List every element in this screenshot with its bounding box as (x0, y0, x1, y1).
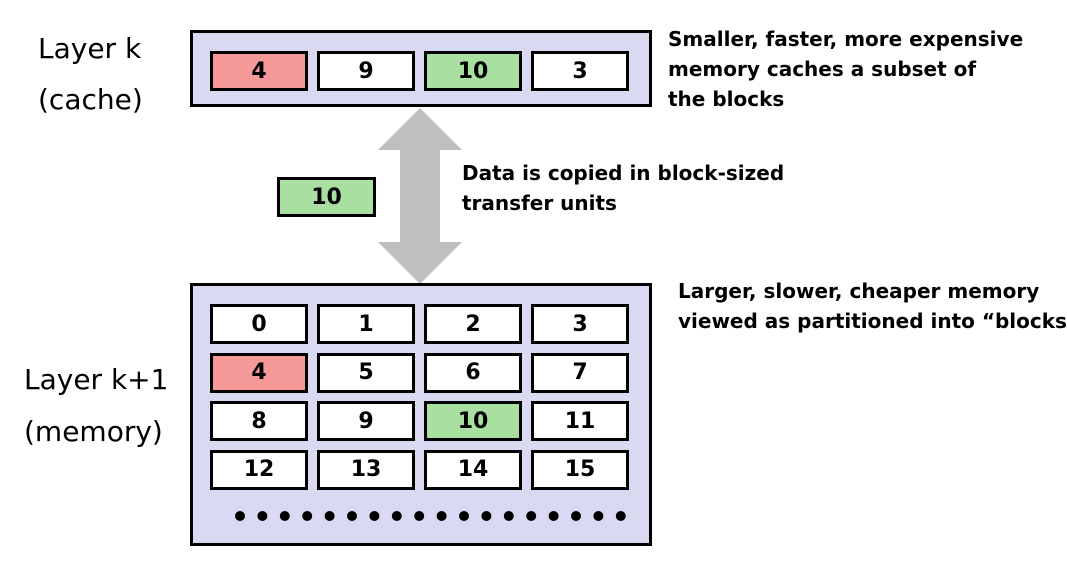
memory-layer-title: Layer k+1 (24, 363, 169, 396)
cache-description-line: the blocks (668, 87, 785, 111)
cache-description: Smaller, faster, more expensive memory c… (668, 24, 1023, 114)
memory-block: 0 (210, 304, 308, 344)
continuation-dot (526, 511, 537, 521)
cache-block: 4 (210, 51, 308, 91)
memory-block: 3 (531, 304, 629, 344)
memory-block: 9 (317, 401, 415, 441)
continuation-dot (391, 511, 402, 521)
continuation-dot (235, 511, 245, 521)
continuation-dot (324, 511, 335, 521)
memory-description: Larger, slower, cheaper memory viewed as… (678, 276, 1067, 336)
memory-block-value: 5 (358, 360, 374, 385)
memory-block-value: 14 (457, 457, 489, 482)
continuation-dot (615, 511, 626, 521)
cache-block-value: 4 (251, 58, 267, 84)
memory-block-value: 9 (358, 408, 374, 434)
memory-block: 7 (531, 352, 629, 393)
continuation-dot (481, 511, 492, 521)
cache-layer-title: Layer k (38, 32, 142, 65)
cache-block: 10 (424, 51, 522, 91)
continuation-dot (369, 511, 380, 521)
memory-block: 5 (317, 352, 415, 393)
memory-block: 6 (424, 352, 522, 393)
memory-description-line: Larger, slower, cheaper memory (678, 279, 1040, 303)
memory-block: 10 (424, 401, 522, 441)
continuation-dot (302, 511, 313, 521)
cache-block-value: 10 (457, 58, 489, 84)
continuation-dot (503, 511, 514, 521)
transfer-block-value: 10 (311, 184, 342, 210)
continuation-dot (459, 511, 469, 521)
continuation-dot (548, 511, 559, 521)
memory-layer-subtitle: (memory) (24, 415, 163, 448)
transfer-description: Data is copied in block-sized transfer u… (462, 158, 784, 218)
continuation-dot (436, 511, 447, 521)
cache-description-line: memory caches a subset of (668, 57, 977, 81)
cache-layer-subtitle: (cache) (38, 83, 143, 116)
memory-block-value: 10 (457, 408, 489, 434)
memory-block: 2 (424, 304, 522, 344)
memory-block-value: 7 (572, 360, 588, 385)
continuation-dot (593, 511, 604, 521)
transfer-description-line: transfer units (462, 191, 617, 215)
continuation-dots (235, 511, 626, 521)
memory-block: 4 (210, 352, 308, 393)
continuation-dot (414, 511, 425, 521)
cache-block-value: 9 (358, 58, 374, 84)
transfer-description-line: Data is copied in block-sized (462, 161, 785, 185)
cache-panel: 4 9 10 3 (190, 30, 652, 107)
cache-block: 3 (531, 51, 629, 91)
memory-block-value: 2 (465, 311, 481, 337)
continuation-dot (279, 511, 290, 521)
memory-block: 12 (210, 449, 308, 490)
memory-block: 15 (531, 449, 629, 490)
memory-block: 14 (424, 449, 522, 490)
memory-block-value: 15 (564, 457, 596, 482)
continuation-dot (257, 511, 268, 521)
transfer-block: 10 (277, 177, 376, 217)
continuation-dot (571, 511, 581, 521)
memory-description-line: viewed as partitioned into “blocks” (678, 309, 1067, 333)
memory-block-value: 1 (358, 311, 374, 337)
memory-block-value: 11 (564, 408, 596, 434)
memory-block-value: 0 (251, 311, 267, 337)
continuation-dot (347, 511, 357, 521)
memory-block-value: 6 (465, 360, 481, 385)
transfer-arrow-shape (378, 108, 462, 284)
memory-block-value: 12 (243, 457, 275, 482)
memory-block-value: 4 (251, 360, 267, 385)
memory-block-value: 3 (572, 311, 588, 337)
memory-block: 1 (317, 304, 415, 344)
memory-block: 8 (210, 401, 308, 441)
cache-block-value: 3 (572, 58, 588, 84)
memory-block-value: 8 (251, 408, 267, 434)
cache-block: 9 (317, 51, 415, 91)
memory-block: 11 (531, 401, 629, 441)
memory-block: 13 (317, 449, 415, 490)
memory-block-value: 13 (350, 457, 382, 482)
transfer-double-arrow (378, 108, 462, 284)
cache-description-line: Smaller, faster, more expensive (668, 27, 1024, 51)
